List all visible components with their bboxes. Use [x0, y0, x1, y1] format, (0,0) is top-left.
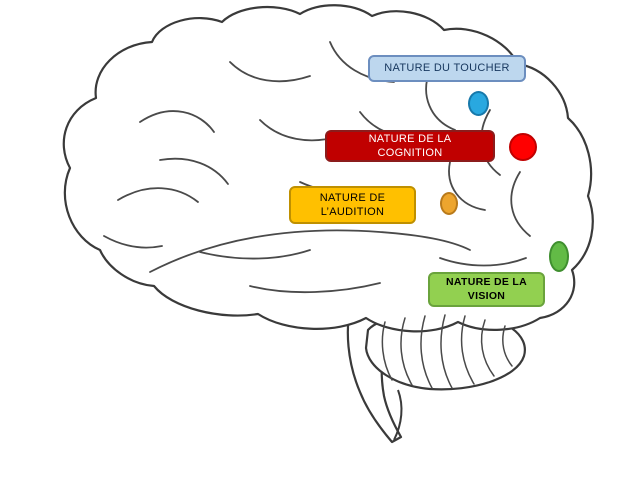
label-audition-text-line2: L’AUDITION: [320, 206, 385, 218]
marker-cognition-dot: [509, 133, 537, 161]
label-audition-text-line1: NATURE DE: [319, 191, 386, 204]
label-cognition: NATURE DE LA COGNITION: [325, 130, 495, 162]
marker-toucher-dot: [468, 91, 489, 116]
label-toucher-text: NATURE DU TOUCHER: [384, 62, 510, 75]
label-cognition-text-line1: NATURE DE LA: [368, 132, 452, 145]
cerebrum-outline: [62, 4, 594, 333]
brainstem-detail: [393, 389, 403, 441]
label-cognition-text-line2: COGNITION: [377, 147, 443, 159]
label-vision: NATURE DE LA VISION: [428, 272, 545, 307]
label-vision-text-line2: VISION: [467, 289, 506, 302]
marker-vision-dot: [549, 241, 569, 272]
label-audition: NATURE DE L’AUDITION: [289, 186, 416, 224]
label-toucher: NATURE DU TOUCHER: [368, 55, 526, 82]
marker-audition-dot: [440, 192, 458, 215]
cerebellum-folia: [381, 314, 513, 389]
label-vision-text-line1: NATURE DE LA: [446, 275, 527, 288]
